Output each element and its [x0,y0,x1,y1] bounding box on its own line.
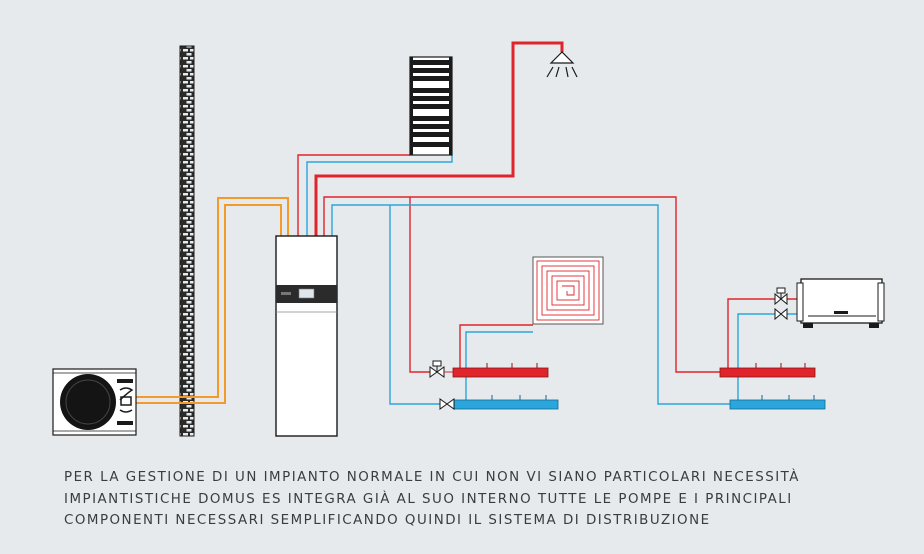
shower-icon [546,51,578,78]
hot-line-radiator [297,154,410,236]
cold-line-radiator [306,155,453,236]
hot-line-shower [314,41,564,236]
caption-line: PER LA GESTIONE DI UN IMPIANTO NORMALE I… [64,470,800,485]
brick-wall [179,45,195,437]
refrigerant-line-outer [136,197,289,398]
hot-line-fancoil [323,196,720,373]
caption: PER LA GESTIONE DI UN IMPIANTO NORMALE I… [64,467,904,532]
cold-line-fancoil [331,204,730,405]
fan-coil [774,278,885,328]
valve-icon [429,360,453,378]
manifold-cold-fancoil [729,399,826,410]
manifold-hot-fancoil [719,367,816,378]
display-icon [298,288,315,299]
refrigerant-lines [136,197,289,404]
hot-line-fancoil-supply [727,298,800,372]
manifold-underfloor [429,360,559,410]
manifold-fancoil [719,363,826,410]
cold-line-underfloor [389,205,440,405]
hot-lines [297,154,800,373]
valve-icon [774,307,788,321]
cold-line-fancoil-return [737,313,800,404]
plumbing-diagram [52,41,885,437]
valve-icon [774,287,788,306]
caption-line: COMPONENTI NECESSARI SEMPLIFICANDO QUIND… [64,513,711,528]
manifold-hot-underfloor [452,367,549,378]
indoor-unit [275,235,338,437]
caption-line: IMPIANTISTICHE DOMUS ES INTEGRA GIÀ AL S… [64,491,793,507]
towel-radiator [409,56,453,156]
underfloor-coil [532,256,604,325]
hot-line-underfloor [409,197,430,373]
valve-icon [439,398,455,410]
hot-line-coil-supply [459,324,533,372]
fan-icon [60,374,116,430]
outdoor-unit [52,368,137,436]
refrigerant-line-inner [136,204,282,404]
manifold-cold-underfloor [453,399,559,410]
